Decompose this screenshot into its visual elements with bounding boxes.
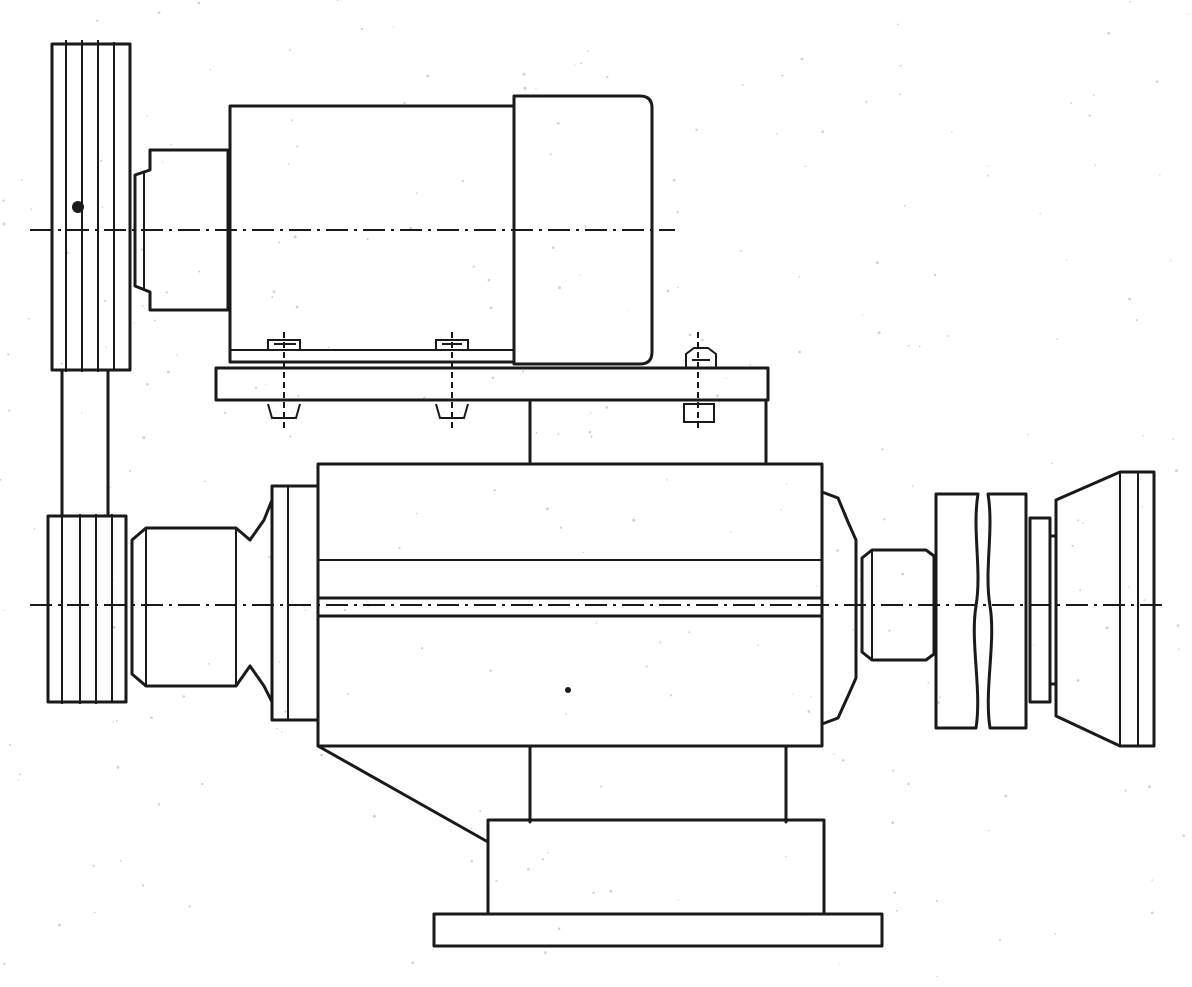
belt-pulley-assembly	[46, 40, 132, 704]
base-plate	[432, 912, 884, 948]
drive-belt	[60, 368, 110, 518]
shaft-right-section	[986, 492, 1028, 730]
pedestal-base	[316, 744, 884, 948]
motor-mount-plate	[214, 332, 770, 466]
motor-flange	[133, 148, 230, 312]
pulley-hub-dot	[72, 201, 84, 213]
grinding-wheel-assembly	[934, 470, 1156, 748]
motor-fan-cover	[512, 94, 654, 366]
electric-motor	[30, 94, 675, 366]
motor-body	[228, 104, 516, 364]
grinding-wheel	[1054, 470, 1156, 748]
front-bearing-cap	[820, 490, 858, 726]
rear-flange	[270, 484, 320, 722]
support-rib	[316, 744, 490, 844]
lower-pulley	[46, 514, 128, 704]
spindle-housing	[30, 462, 1166, 748]
mount-bolt-1	[267, 332, 301, 432]
shaft-left-section	[934, 492, 980, 730]
wheel-hub	[1028, 516, 1052, 704]
upper-pulley	[50, 40, 132, 372]
spindle-nose	[860, 548, 936, 662]
pedestal-block	[486, 818, 826, 916]
mount-bolt-3	[683, 332, 717, 430]
rear-bearing-cap	[130, 498, 274, 704]
mount-bolt-2	[435, 332, 469, 432]
